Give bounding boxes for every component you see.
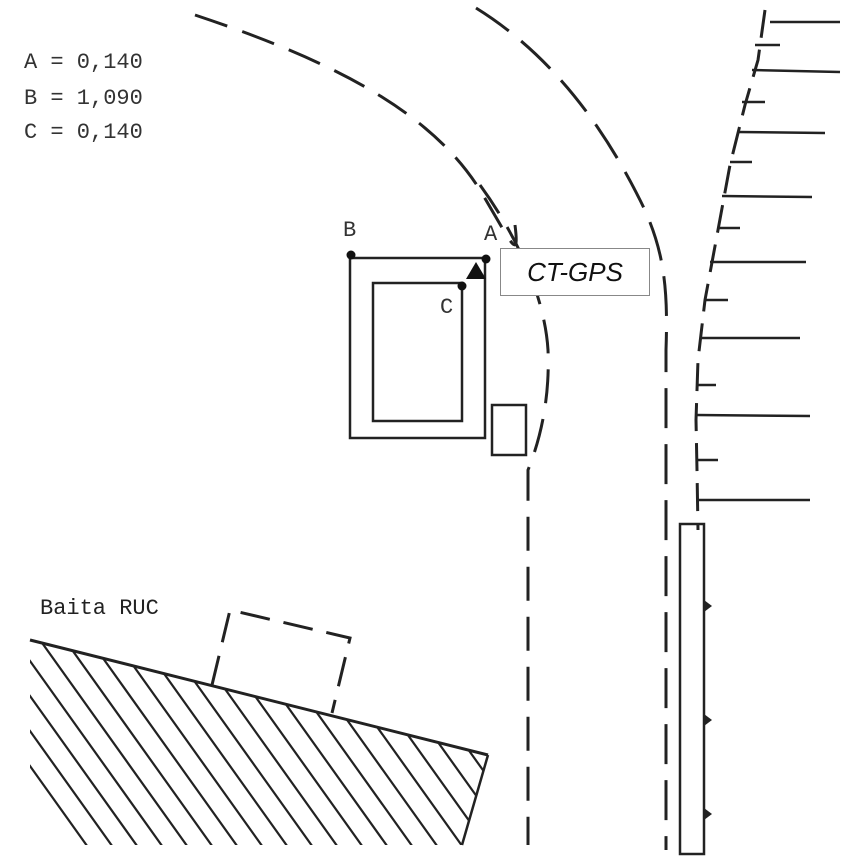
gps-triangle-icon [466,262,486,279]
point-b-label: B [343,218,356,243]
point-a-label: A [484,222,498,247]
slope-edge [29,638,489,757]
narrow-building [678,522,706,856]
dashed-road-edge [475,6,669,850]
coord-line-a: A = 0,140 [24,50,143,75]
gps-station-box: CT-GPS [500,248,650,296]
slope-right-edge [460,754,490,846]
parking-stalls [695,20,841,502]
point-a-marker [481,254,491,264]
point-c-marker [457,281,467,291]
slope-hatching [30,640,488,845]
baita-outline-dashed [210,608,352,714]
coord-line-b: B = 1,090 [24,86,143,111]
small-structure [490,403,528,457]
coord-line-c: C = 0,140 [24,120,143,145]
gps-station-label: CT-GPS [527,256,623,287]
building-label: Baita RUC [40,596,159,621]
building-outer [348,256,487,440]
building-inner [371,281,464,423]
wall-markers [704,600,712,820]
point-c-label: C [440,295,453,320]
dashed-path-inner [478,184,550,845]
parking-edge-line [694,9,767,531]
dashed-path-outer [194,13,518,247]
point-b-marker [346,250,356,260]
